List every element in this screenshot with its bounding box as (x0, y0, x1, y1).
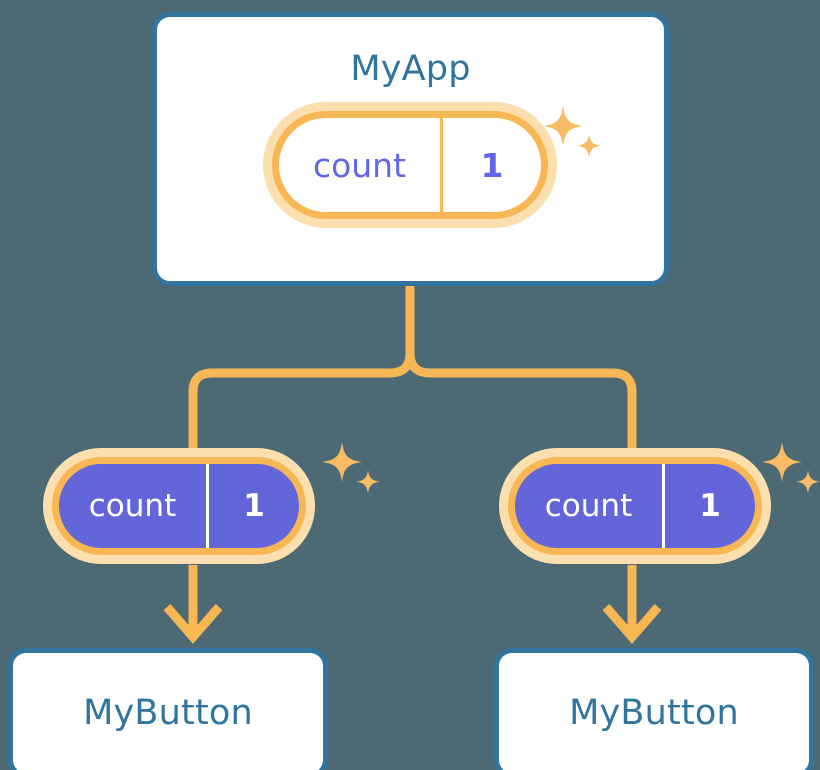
component-card-mybutton-right[interactable]: MyButton (494, 648, 814, 770)
component-card-mybutton-left[interactable]: MyButton (8, 648, 328, 770)
branch-connector-left (188, 352, 415, 466)
state-pill-key: count (59, 464, 209, 548)
sparkle-icon-right (760, 440, 820, 504)
state-pill-body: count 1 (52, 457, 306, 555)
component-title-myapp: MyApp (350, 49, 471, 89)
component-title-mybutton-right: MyButton (569, 692, 739, 733)
state-pill-value: 1 (699, 487, 721, 524)
state-pill-myapp[interactable]: count 1 (272, 111, 548, 219)
state-pill-key: count (279, 118, 443, 212)
arrow-head-right (602, 604, 662, 644)
state-pill-left[interactable]: count 1 (52, 457, 306, 555)
state-pill-body: count 1 (272, 111, 548, 219)
state-pill-key: count (515, 464, 665, 548)
state-pill-right[interactable]: count 1 (508, 457, 762, 555)
sparkle-icon-left (320, 440, 384, 504)
component-title-mybutton-left: MyButton (83, 692, 253, 733)
state-pill-body: count 1 (508, 457, 762, 555)
state-pill-value: 1 (243, 487, 265, 524)
state-pill-value: 1 (480, 145, 504, 185)
branch-connector-right (405, 352, 637, 466)
arrow-head-left (163, 604, 223, 644)
